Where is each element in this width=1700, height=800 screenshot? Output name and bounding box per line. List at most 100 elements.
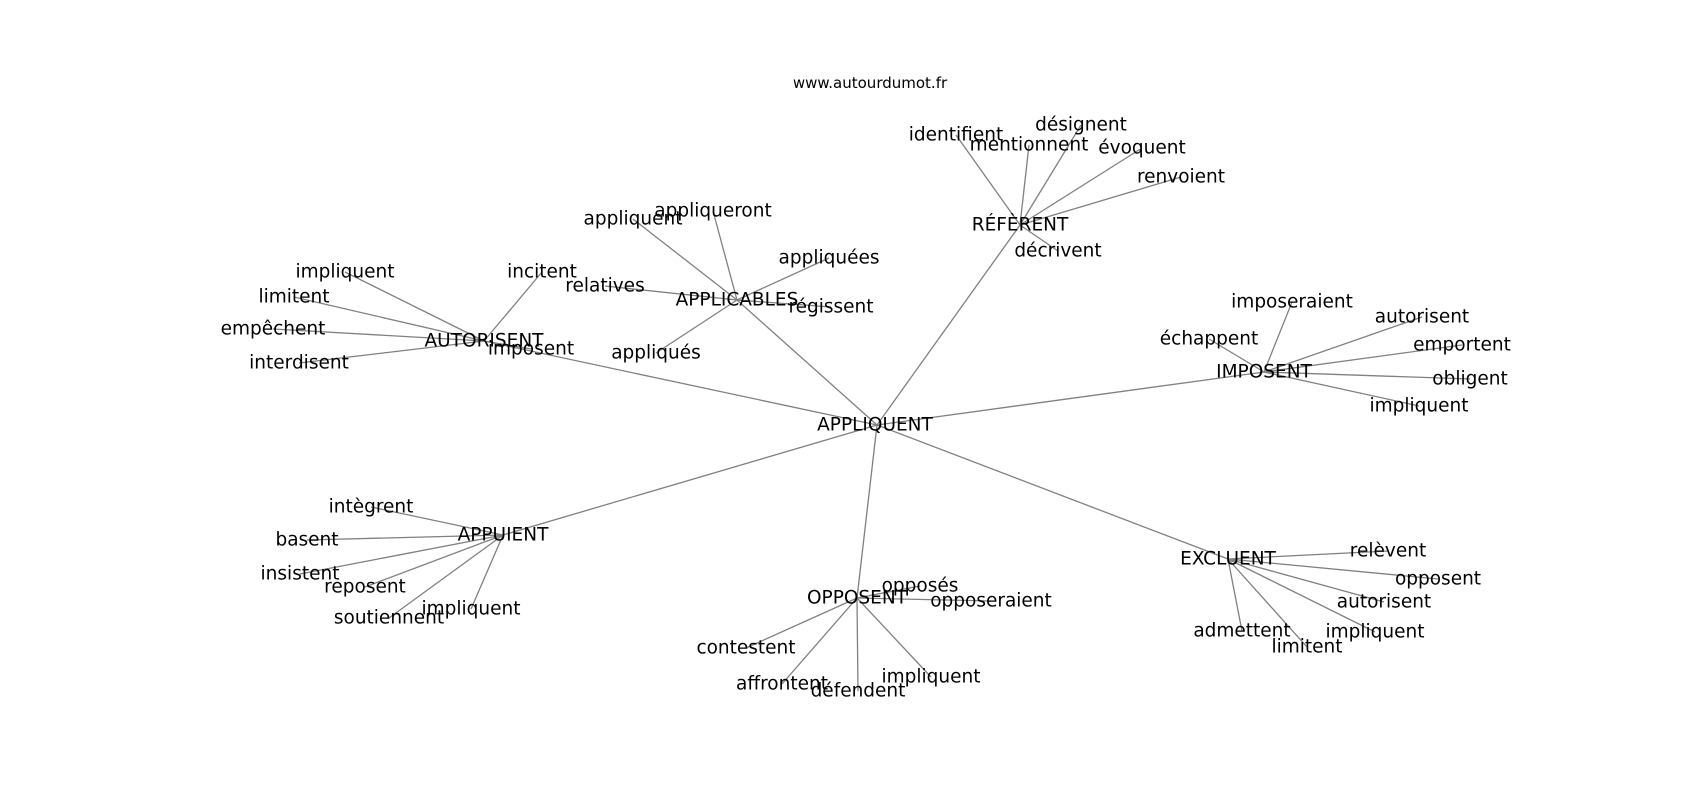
node-integrent: intègrent <box>329 497 414 518</box>
node-impliquent_op: impliquent <box>881 667 980 688</box>
node-appliquent_root: APPLIQUENT <box>817 415 933 436</box>
edge-opposent_hub-defendent <box>856 597 859 692</box>
edge-imposent_hub-echappent <box>1208 338 1265 373</box>
node-reposent: reposent <box>324 577 406 598</box>
node-mentionnent: mentionnent <box>970 135 1089 156</box>
node-defendent: défendent <box>811 681 906 702</box>
node-appliques: appliqués <box>611 343 701 364</box>
node-incitent: incitent <box>507 262 577 283</box>
edge-referent-evoquent <box>1019 147 1143 226</box>
node-admettent: admettent <box>1193 621 1290 642</box>
node-emportent: emportent <box>1413 335 1511 356</box>
site-url: www.autourdumot.fr <box>793 74 948 92</box>
node-regissent: régissent <box>788 297 873 318</box>
edge-excluent-autorisent_ex <box>1227 558 1385 603</box>
edge-appuient-basent <box>306 534 504 541</box>
edge-autorisent_hub-interdisent <box>298 340 485 364</box>
edge-referent-decrivent <box>1019 224 1059 252</box>
edge-opposent_hub-affrontent <box>781 597 858 685</box>
node-limitent_ex: limitent <box>1271 637 1342 658</box>
edge-applicables-appliquees <box>736 257 830 301</box>
node-autorisent_hub: AUTORISENT <box>425 331 545 352</box>
edge-appliquent_root-referent <box>876 224 1021 426</box>
node-relatives: relatives <box>565 276 644 297</box>
edge-applicables-appliques <box>655 299 738 354</box>
edge-appliquent_root-opposent_hub <box>856 424 878 599</box>
node-relevent: relèvent <box>1350 541 1426 562</box>
node-empechent: empêchent <box>221 319 326 340</box>
node-impliquent_ap: impliquent <box>421 599 520 620</box>
node-appliquees: appliquées <box>779 248 880 269</box>
edge-referent-designent <box>1019 124 1082 226</box>
edge-excluent-opposent_ex <box>1227 558 1439 580</box>
edge-appliquent_root-imposent_hub <box>876 371 1265 426</box>
node-contestent: contestent <box>696 638 795 659</box>
edge-appliquent_root-appuient <box>502 424 878 536</box>
node-insistent: insistent <box>261 564 340 585</box>
node-opposent_hub: OPPOSENT <box>807 588 908 609</box>
edge-autorisent_hub-limitent_au <box>293 296 485 342</box>
node-autorisent_ex: autorisent <box>1337 592 1431 613</box>
node-opposent_ex: opposent <box>1395 569 1481 590</box>
node-echappent: échappent <box>1160 329 1258 350</box>
node-affrontent: affrontent <box>736 674 828 695</box>
edge-referent-identifient <box>955 134 1021 226</box>
edge-applicables-appliquent_a <box>632 218 738 301</box>
edge-imposent_hub-emportent <box>1263 344 1463 373</box>
edge-imposent_hub-impliquent_im <box>1263 371 1420 407</box>
edge-referent-renvoient <box>1019 176 1182 226</box>
edge-autorisent_hub-imposent_au <box>483 340 532 350</box>
node-renvoient: renvoient <box>1137 167 1225 188</box>
node-limitent_au: limitent <box>258 287 329 308</box>
edge-applicables-relatives <box>604 285 738 301</box>
node-referent: RÉFÈRENT <box>972 214 1069 236</box>
edge-excluent-impliquent_ex <box>1227 558 1376 633</box>
node-interdisent: interdisent <box>249 353 349 374</box>
node-applicables: APPLICABLES <box>676 290 799 311</box>
edge-imposent_hub-obligent <box>1263 371 1471 380</box>
edge-appuient-soutiennent <box>388 534 504 619</box>
node-appliqueront: appliqueront <box>654 201 771 222</box>
node-imposent_hub: IMPOSENT <box>1216 362 1312 383</box>
node-obligent: obligent <box>1432 369 1507 390</box>
edge-applicables-appliqueront <box>712 210 738 301</box>
graph-edges <box>272 124 1471 692</box>
node-impliquent_ex: impliquent <box>1325 622 1424 643</box>
node-identifient: identifient <box>909 125 1003 146</box>
edge-opposent_hub-opposeraient <box>856 597 992 602</box>
edge-appuient-impliquent_ap <box>470 534 504 610</box>
edge-imposent_hub-autorisent_im <box>1263 316 1423 373</box>
node-impliquent_im: impliquent <box>1369 396 1468 417</box>
node-opposeraient: opposeraient <box>930 591 1052 612</box>
edge-imposent_hub-imposeraient <box>1263 301 1293 373</box>
node-appliquent_a: appliquent <box>584 209 683 230</box>
edge-applicables-regissent <box>736 299 832 308</box>
edge-opposent_hub-opposes <box>856 585 921 599</box>
node-opposes: opposés <box>882 576 959 597</box>
node-imposent_au: imposent <box>488 339 574 360</box>
node-soutiennent: soutiennent <box>334 608 444 629</box>
edge-opposent_hub-contestent <box>745 597 858 649</box>
node-decrivent: décrivent <box>1014 241 1101 262</box>
edge-appliquent_root-autorisent_hub <box>483 340 878 426</box>
edge-autorisent_hub-incitent <box>483 271 543 342</box>
node-autorisent_im: autorisent <box>1375 307 1469 328</box>
edge-appuient-reposent <box>364 534 504 588</box>
edge-excluent-relevent <box>1227 550 1389 560</box>
edge-referent-mentionnent <box>1019 144 1030 226</box>
node-designent: désignent <box>1035 115 1127 136</box>
node-excluent: EXCLUENT <box>1180 549 1276 570</box>
edge-appliquent_root-excluent <box>876 424 1229 560</box>
node-evoquent: évoquent <box>1098 138 1185 159</box>
edge-excluent-admettent <box>1227 558 1243 632</box>
edge-appliquent_root-applicables <box>736 299 878 426</box>
graph-labels: APPLIQUENT RÉFÈRENT APPLICABLES AUTORISENT I… <box>221 115 1511 702</box>
edge-appuient-insistent <box>299 534 504 575</box>
node-impliquent_au: impliquent <box>295 262 394 283</box>
edge-autorisent_hub-empechent <box>272 328 485 342</box>
node-basent: basent <box>275 530 338 551</box>
node-imposeraient: imposeraient <box>1231 292 1353 313</box>
edge-autorisent_hub-impliquent_au <box>344 271 485 342</box>
edge-opposent_hub-impliquent_op <box>856 597 932 678</box>
